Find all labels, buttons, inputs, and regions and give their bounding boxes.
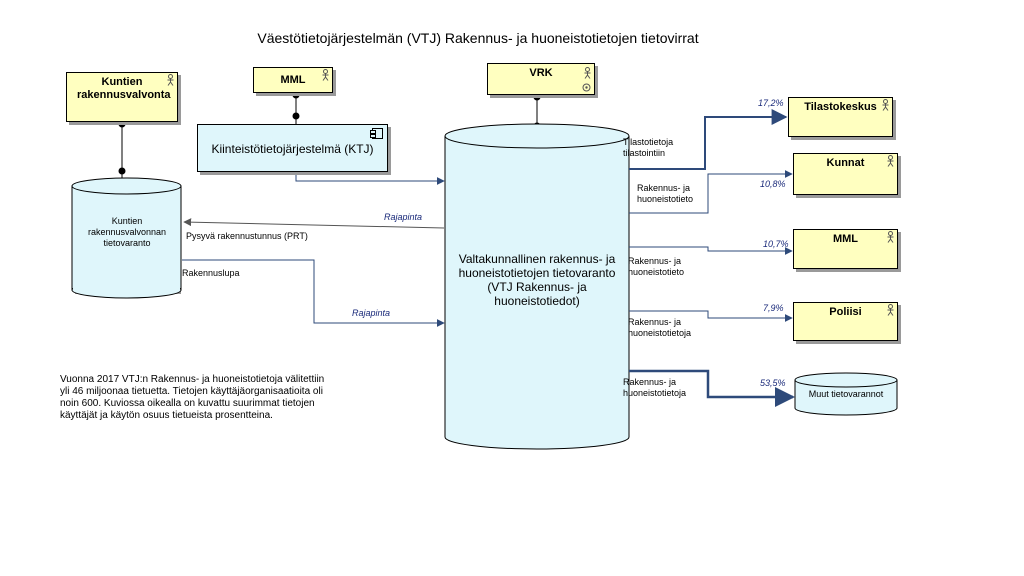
muut-tietovarannot-label: Muut tietovarannot	[808, 389, 884, 399]
vtj-store	[444, 123, 630, 450]
kuntien-tietovaranto-store	[71, 177, 182, 299]
actor-icon	[887, 155, 894, 167]
role-icon	[582, 83, 591, 92]
component-ktj: Kiinteistötietojärjestelmä (KTJ)	[197, 124, 388, 172]
label-rh-tieto-1: Rakennus- ja huoneistotieto	[637, 183, 694, 204]
actor-icon	[887, 304, 894, 316]
actor-kuntien-rakennusvalvonta: Kuntien rakennusvalvonta	[66, 72, 178, 122]
actor-label: MML	[280, 74, 306, 86]
actor-poliisi: Poliisi	[793, 302, 898, 341]
assoc-dot	[292, 112, 300, 120]
actor-kunnat: Kunnat	[793, 153, 898, 195]
actor-vrk: VRK	[487, 63, 595, 95]
vtj-store-label: Valtakunnallinen rakennus- ja huoneistot…	[458, 252, 616, 308]
flow-kunnat	[629, 170, 793, 214]
label-rh-tieto-2: Rakennus- ja huoneistotieto	[628, 256, 685, 277]
share-mml: 10,7%	[763, 239, 789, 249]
flow-tilastokeskus	[629, 109, 788, 170]
actor-mml-right: MML	[793, 229, 898, 269]
component-icon	[370, 128, 383, 139]
flow-ktj-to-vtj	[295, 172, 445, 185]
actor-tilastokeskus: Tilastokeskus	[788, 97, 893, 137]
flow-lines	[182, 109, 795, 407]
label-rh-tietoja-1: Rakennus- ja huoneistotietoja	[628, 317, 692, 338]
flow-muut	[629, 369, 795, 407]
label-tilastotietoja: Tilastotietoja tilastointiin	[623, 137, 674, 158]
flow-prt	[183, 218, 445, 229]
actor-icon	[882, 99, 889, 111]
actor-label: Kuntien rakennusvalvonta	[77, 76, 171, 101]
flow-rakennuslupa	[182, 259, 445, 327]
actor-label: VRK	[529, 67, 553, 79]
share-tilastokeskus: 17,2%	[758, 98, 784, 108]
actor-label: Kunnat	[826, 157, 865, 169]
label-rajapinta-1: Rajapinta	[384, 212, 423, 222]
label-rajapinta-2: Rajapinta	[352, 308, 391, 318]
component-label: Kiinteistötietojärjestelmä (KTJ)	[211, 142, 374, 156]
diagram-title: Väestötietojärjestelmän (VTJ) Rakennus- …	[257, 30, 699, 46]
share-muut: 53,5%	[760, 378, 786, 388]
label-rakennuslupa: Rakennuslupa	[182, 268, 240, 278]
description-note: Vuonna 2017 VTJ:n Rakennus- ja huoneisto…	[60, 374, 325, 421]
assoc-dot	[118, 167, 126, 175]
actor-icon	[584, 67, 591, 79]
actor-icon	[322, 69, 329, 81]
actor-icon	[167, 74, 174, 86]
actor-label: Poliisi	[829, 306, 862, 318]
kuntien-tietovaranto-label: Kuntien rakennusvalvonnan tietovaranto	[87, 216, 167, 248]
actor-icon	[887, 231, 894, 243]
share-kunnat: 10,8%	[760, 179, 786, 189]
muut-tietovarannot-store	[794, 372, 898, 416]
label-prt: Pysyvä rakennustunnus (PRT)	[186, 231, 308, 241]
flow-mml	[629, 246, 793, 255]
share-poliisi: 7,9%	[763, 303, 784, 313]
flow-poliisi	[629, 310, 793, 322]
actor-label: MML	[832, 233, 859, 245]
label-rh-tietoja-2: Rakennus- ja huoneistotietoja	[623, 377, 687, 398]
actor-label: Tilastokeskus	[804, 101, 877, 113]
actor-mml-top: MML	[253, 67, 333, 93]
